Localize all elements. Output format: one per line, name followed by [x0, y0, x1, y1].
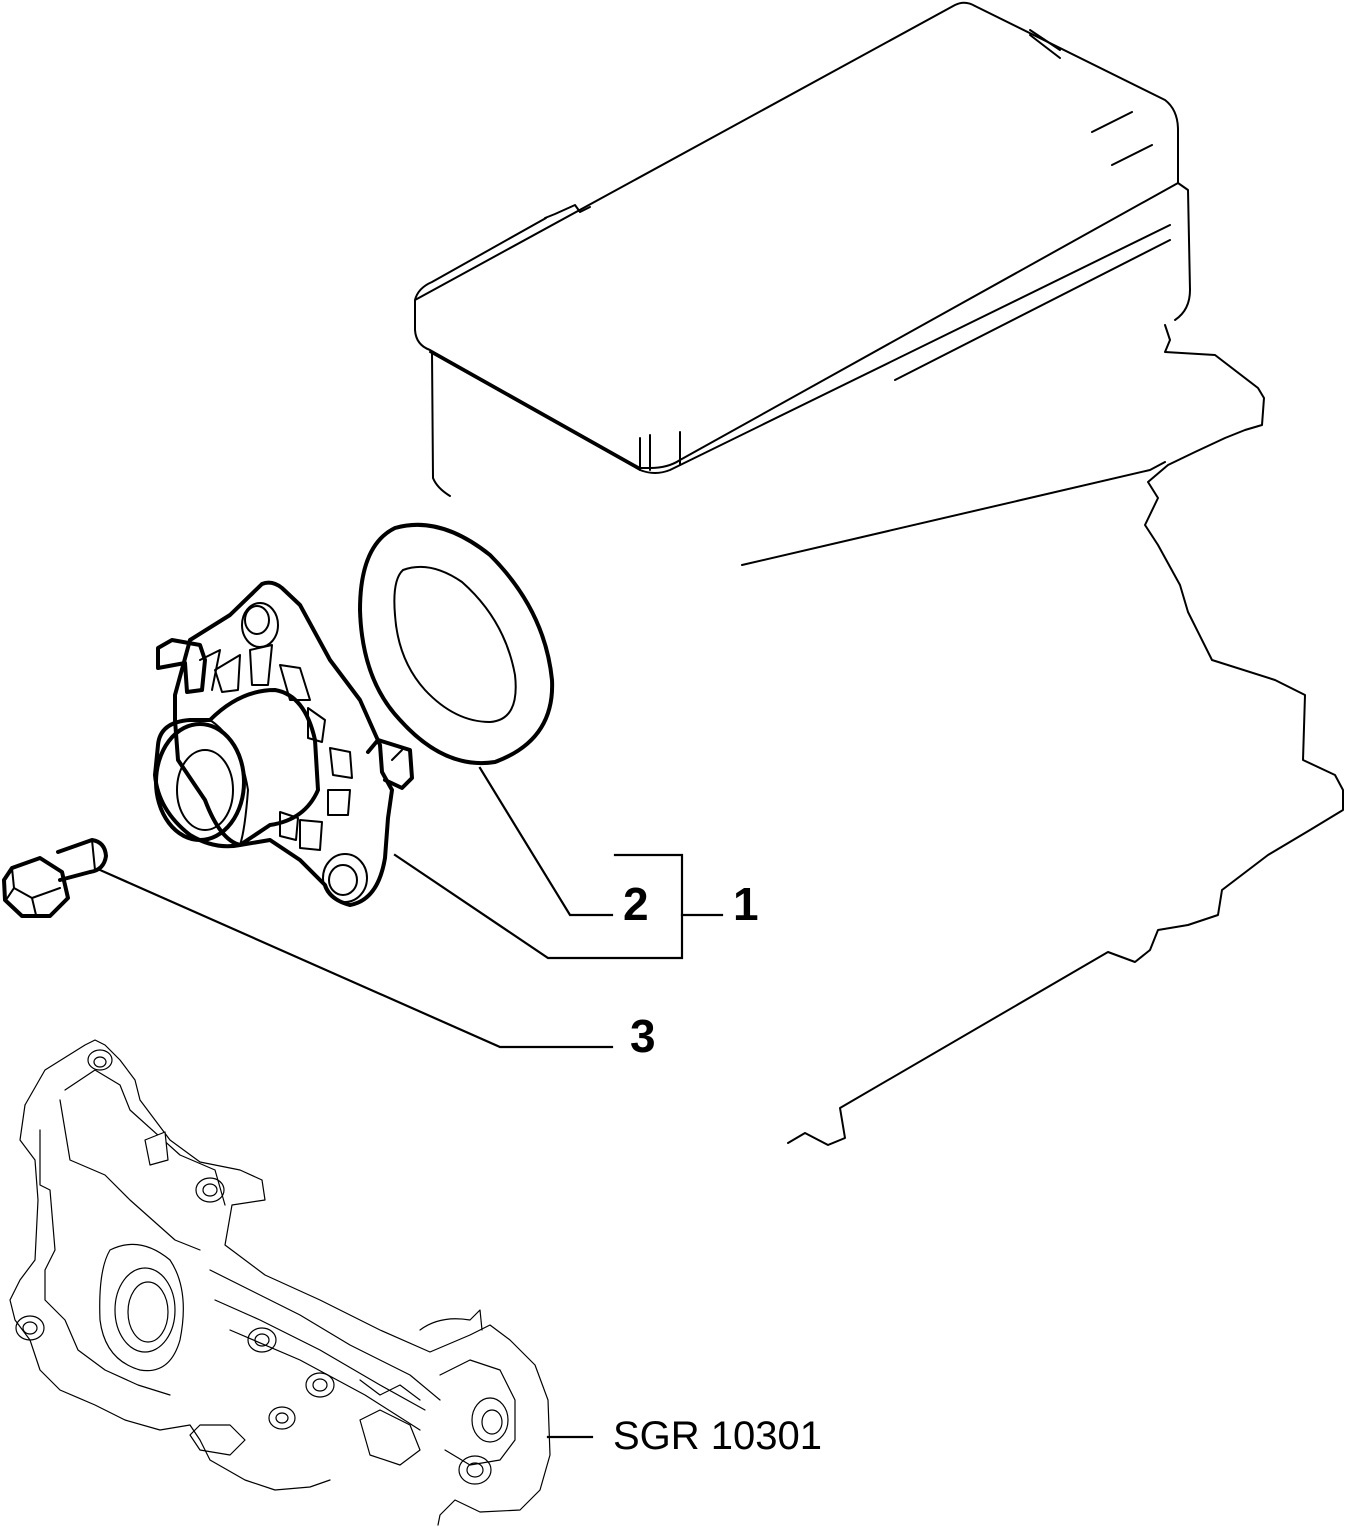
- callout-3: 3: [630, 1010, 656, 1062]
- reference-code-label: SGR 10301: [613, 1414, 822, 1458]
- reference-view-drawing: [9, 1039, 551, 1526]
- gasket-ring: [358, 522, 555, 765]
- engine-block-outline: [414, 1, 1344, 1146]
- leader-lines: [98, 766, 724, 1439]
- hex-bolt: [2, 838, 108, 918]
- callout-1: 1: [733, 878, 759, 930]
- callout-2: 2: [623, 878, 649, 930]
- thermostat-housing: [153, 580, 414, 907]
